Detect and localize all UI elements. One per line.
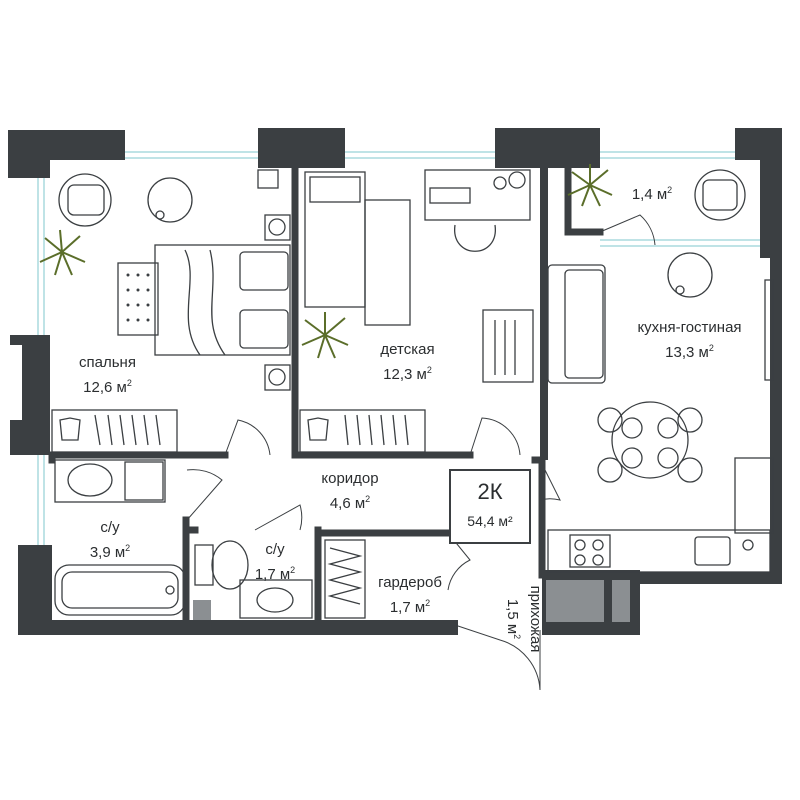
bedroom-furniture [51,169,291,453]
apartment-summary-badge: 2К 54,4 м² [449,469,531,544]
room-name: детская [380,341,435,358]
area-unit-exp: 2 [290,565,296,575]
room-label-corridor: коридор 4,6 м2 [300,469,400,514]
room-area: 1,4 м [631,186,668,203]
room-area: 1,5 м [504,598,521,635]
living-furniture [547,169,774,573]
plant-decor [39,164,613,359]
nursery-furniture [299,169,534,453]
room-label-balcony: 1,4 м2 [622,180,682,205]
bathroom-fixtures [54,459,366,619]
room-label-bedroom: спальня 12,6 м2 [60,353,155,398]
room-name: коридор [321,470,379,487]
room-name: с/у [100,519,120,536]
room-label-wardrobe: гардероб 1,7 м2 [365,573,455,618]
area-unit-exp: 2 [708,343,714,353]
area-unit-exp: 2 [425,598,431,608]
apartment-type: 2К [477,479,503,504]
room-label-bathroom-2: с/у 1,7 м2 [240,540,310,585]
room-label-hallway: прихожая 1,5 м2 [503,559,545,679]
area-unit-exp: 2 [426,365,432,375]
room-label-bathroom-1: с/у 3,9 м2 [75,518,145,563]
room-area: 4,6 м [329,495,366,512]
room-area: 3,9 м [89,544,126,561]
area-unit-exp: 2 [125,543,131,553]
room-area: 1,7 м [254,566,291,583]
walls [8,128,782,635]
area-unit-exp: 2 [126,378,132,388]
room-label-kitchen-living: кухня-гостиная 13,3 м2 [612,318,767,363]
partitions [48,156,604,624]
total-area: 54,4 м² [467,513,513,529]
room-area: 1,7 м [389,599,426,616]
room-label-nursery: детская 12,3 м2 [360,340,455,385]
room-area: 13,3 м [665,344,709,361]
area-unit-exp: 2 [667,185,673,195]
room-name: гардероб [378,574,442,591]
room-name: с/у [265,541,285,558]
door-swings [186,214,656,691]
room-area: 12,3 м [383,366,427,383]
area-unit-exp: 2 [512,634,522,640]
room-name: кухня-гостиная [637,319,742,336]
room-area: 12,6 м [83,379,127,396]
area-unit-exp: 2 [365,494,371,504]
room-name: спальня [79,354,136,371]
room-name: прихожая [527,585,544,653]
